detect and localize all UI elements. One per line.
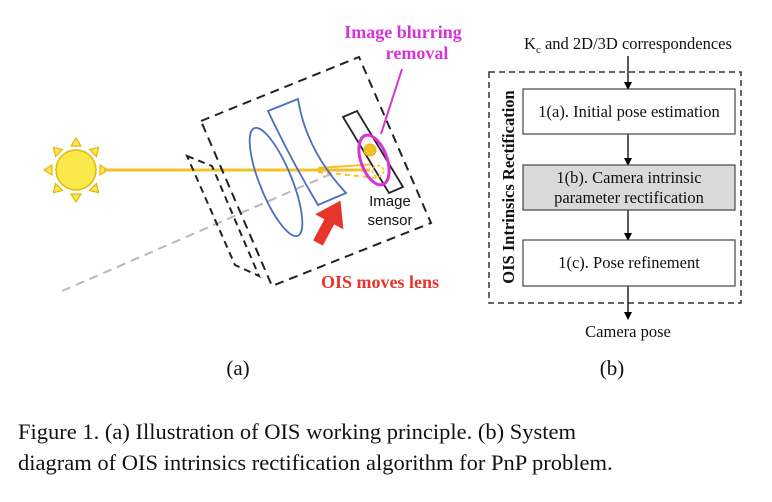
step3-box	[522, 239, 736, 287]
panel-b-diagram: Kc and 2D/3D correspondences OIS Intrins…	[488, 34, 742, 380]
annotation-blur-line1: Image blurring	[344, 22, 462, 42]
step2-label-line2: parameter rectification	[554, 188, 704, 207]
output-camera-pose-label: Camera pose	[585, 322, 671, 341]
ois-moves-lens-label: OIS moves lens	[321, 272, 439, 292]
input-rest: and 2D/3D correspondences	[541, 34, 732, 53]
sensor-label-line1: Image	[369, 193, 411, 210]
step1-label: 1(a). Initial pose estimation	[538, 102, 719, 121]
input-correspondences-label: Kc and 2D/3D correspondences	[524, 34, 732, 56]
ois-move-arrow-icon	[313, 200, 344, 246]
annotation-blur-line2: removal	[386, 43, 449, 63]
step2-box	[522, 164, 736, 211]
lens-aperture-outline	[185, 154, 261, 278]
light-ray-deflected	[317, 163, 379, 169]
blur-highlight-ellipse	[357, 133, 391, 187]
step2-label-line1: 1(b). Camera intrinsic	[556, 168, 701, 187]
blurred-point	[371, 164, 385, 178]
concave-lens	[266, 97, 348, 207]
panel-a-illustration: Image blurring removal Image sensor OIS …	[42, 22, 462, 380]
optical-axis-dashed-line	[61, 169, 341, 292]
blur-annotation-pointer	[380, 68, 403, 135]
focused-point	[363, 143, 377, 157]
convex-lens	[248, 126, 304, 238]
input-subscript: c	[536, 44, 541, 56]
figure-caption: Figure 1. (a) Illustration of OIS workin…	[18, 416, 760, 478]
panel-a-label: (a)	[226, 356, 249, 380]
sun-icon	[42, 136, 110, 204]
caption-line2: diagram of OIS intrinsics rectification …	[18, 450, 613, 475]
light-ray-blurred-dashed	[317, 171, 379, 179]
step1-box	[522, 88, 736, 135]
camera-body-outline	[199, 55, 433, 288]
step3-label: 1(c). Pose refinement	[558, 253, 700, 272]
panel-b-label: (b)	[600, 356, 625, 380]
sensor-label-line2: sensor	[367, 212, 412, 229]
caption-line1: Figure 1. (a) Illustration of OIS workin…	[18, 419, 577, 444]
rectification-module-outline	[488, 71, 742, 304]
rectification-side-title: OIS Intrinsics Rectification	[499, 90, 518, 283]
